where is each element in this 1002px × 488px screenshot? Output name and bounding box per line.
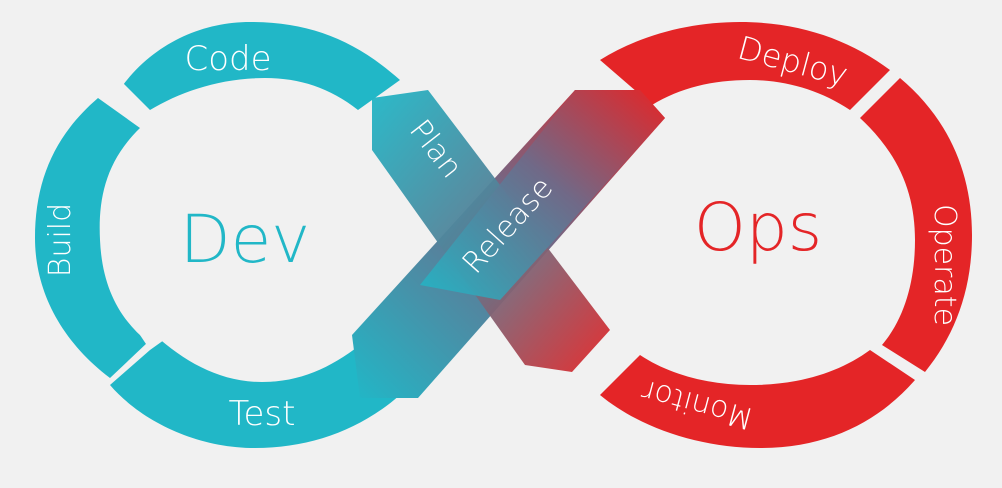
ops-deploy-segment <box>600 22 890 110</box>
step-label-operate: Operate <box>927 204 962 326</box>
dev-test-segment <box>110 335 400 448</box>
dev-build-segment <box>35 98 148 378</box>
dev-code-segment <box>118 22 400 110</box>
dev-notch-top <box>100 82 150 110</box>
release-band-overlay <box>420 90 665 300</box>
dev-notch-bottom <box>140 330 178 350</box>
ops-monitor-segment <box>600 350 915 448</box>
step-label-test: Test <box>229 394 296 434</box>
ops-loop <box>600 22 972 448</box>
dev-center-title: Dev <box>180 201 311 278</box>
ops-operate-segment <box>860 78 972 372</box>
ops-center-title: Ops <box>694 189 822 266</box>
dev-loop <box>35 22 400 448</box>
step-label-build: Build <box>43 203 78 277</box>
step-label-code: Code <box>184 39 271 79</box>
